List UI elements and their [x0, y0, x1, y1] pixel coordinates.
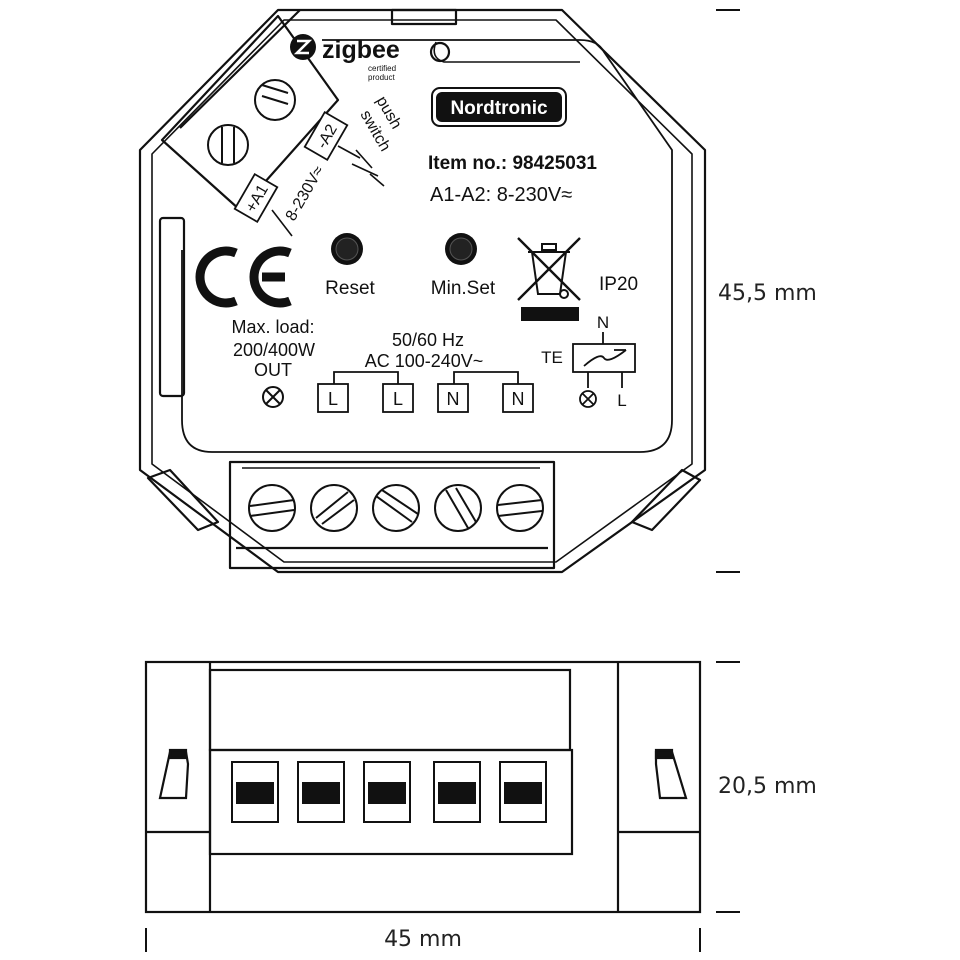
ac-range: AC 100-240V~	[365, 351, 484, 371]
dimension-lines	[145, 9, 740, 952]
screw-icon	[248, 484, 296, 532]
side-view	[144, 660, 702, 914]
reset-label: Reset	[325, 278, 375, 299]
screw-icon	[372, 484, 420, 532]
max-load-line2: 200/400W	[233, 340, 315, 360]
top-tab	[390, 8, 458, 26]
side-terminal-sockets	[231, 761, 547, 823]
te-label: TE	[541, 348, 563, 367]
screw-icon	[207, 124, 249, 166]
label-panel	[181, 39, 673, 453]
terminal-n2: N	[512, 389, 525, 409]
side-voltage: 8-230V≈	[283, 163, 328, 224]
dimension-height-side: 20,5 mm	[718, 774, 817, 799]
notch	[433, 41, 580, 63]
screw-icon	[434, 484, 482, 532]
a2-tag: -A2	[303, 110, 349, 162]
side-top-block	[208, 668, 572, 752]
brand-badge: Nordtronic	[431, 87, 567, 127]
screw-icon	[496, 484, 544, 532]
zigbee-certified: certified	[368, 64, 396, 73]
housing-inner-outline	[151, 19, 693, 563]
te-n-label: N	[597, 313, 609, 332]
bottom-screws	[248, 484, 544, 532]
front-view	[138, 8, 707, 574]
screw-icon	[254, 79, 296, 121]
terminal-l2: L	[393, 389, 403, 409]
side-outline	[144, 660, 702, 914]
clip-bottom-left	[146, 468, 220, 532]
control-screws	[207, 79, 296, 166]
clip-bottom-right	[630, 468, 702, 532]
zigbee-logo-icon	[290, 34, 316, 60]
ce-mark-icon	[195, 246, 292, 308]
ip-rating: IP20	[599, 274, 638, 295]
push-switch-symbol-icon	[271, 145, 385, 237]
a1-a2-rating: A1-A2: 8-230V≈	[430, 184, 572, 206]
screw-icon	[310, 484, 358, 532]
terminal-l1: L	[328, 389, 338, 409]
max-load-line1: Max. load:	[231, 317, 314, 337]
te-l-label: L	[617, 391, 626, 410]
dimmer-symbol-icon	[572, 332, 636, 408]
lamp-symbol-icon	[262, 386, 284, 408]
item-number: Item no.: 98425031	[428, 153, 597, 174]
brand-name: Nordtronic	[450, 98, 548, 119]
dimension-width: 45 mm	[384, 927, 462, 952]
weee-bin-icon	[517, 237, 581, 321]
terminal-labels	[317, 371, 534, 413]
frequency: 50/60 Hz	[392, 330, 464, 350]
dimension-height-front: 45,5 mm	[718, 281, 817, 306]
side-terminal-block	[208, 748, 574, 856]
zigbee-product: product	[368, 73, 395, 82]
zigbee-wordmark: zigbee	[322, 36, 400, 64]
min-set-button[interactable]	[445, 233, 477, 265]
terminal-n1: N	[447, 389, 460, 409]
bottom-terminal-block	[228, 460, 556, 570]
left-slot	[158, 216, 186, 398]
reset-button[interactable]	[331, 233, 363, 265]
min-set-label: Min.Set	[431, 278, 496, 299]
a1-tag: +A1	[233, 172, 279, 224]
housing-outline	[138, 8, 707, 574]
max-load-line3: OUT	[254, 360, 292, 380]
control-terminal-block	[160, 14, 340, 212]
